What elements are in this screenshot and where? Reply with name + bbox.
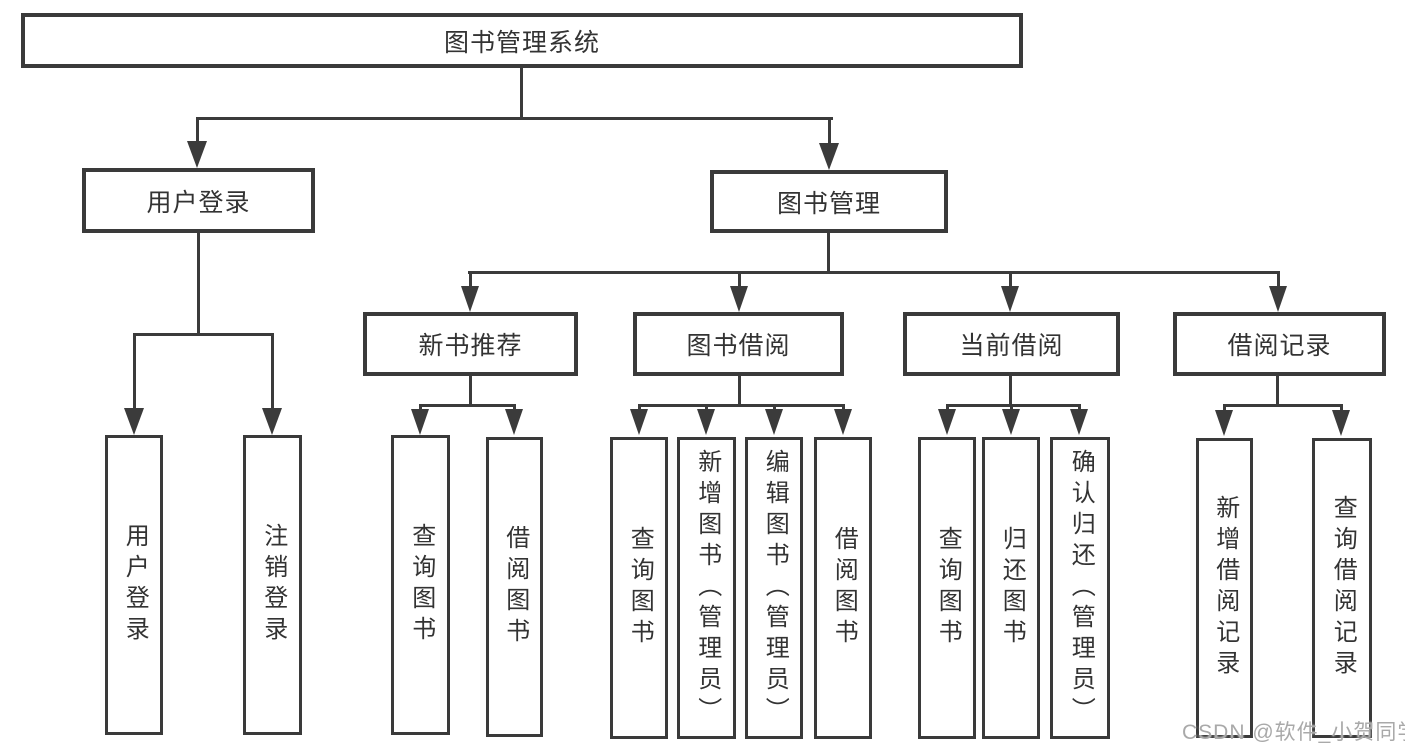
connector-newbook-hline bbox=[419, 404, 516, 407]
node-user-login: 用户登录 bbox=[82, 168, 315, 233]
node-borrow-records: 借阅记录 bbox=[1173, 312, 1386, 376]
leaf-newbook-query: 查询图书 bbox=[391, 435, 450, 735]
connector-login-hline bbox=[133, 333, 274, 336]
leaf-borrow-query: 查询图书 bbox=[610, 437, 668, 739]
connector-current-hline bbox=[946, 404, 1081, 407]
watermark: CSDN @软件_小贺同学 bbox=[1182, 721, 1405, 744]
connector-borrow-stem-2 bbox=[705, 404, 708, 413]
node-book-mgmt: 图书管理 bbox=[710, 170, 948, 233]
connector-records-stem-1 bbox=[1223, 404, 1226, 413]
connector-mgmt-stem-4 bbox=[1277, 271, 1280, 288]
arrowhead-down-icon bbox=[505, 409, 523, 435]
arrowhead-down-icon bbox=[1269, 286, 1287, 312]
connector-borrow-stem-3 bbox=[773, 404, 776, 413]
connector-records-hline bbox=[1223, 404, 1343, 407]
connector-root-hline bbox=[196, 117, 833, 120]
leaf-borrow-add-admin: 新增图书（管理员） bbox=[677, 437, 736, 739]
leaf-records-add: 新增借阅记录 bbox=[1196, 438, 1253, 738]
connector-borrow-hline bbox=[638, 404, 845, 407]
leaf-current-return: 归还图书 bbox=[982, 437, 1040, 739]
arrowhead-down-icon bbox=[124, 408, 144, 435]
connector-root-vline bbox=[520, 68, 523, 118]
connector-root-right-stem bbox=[828, 117, 831, 146]
connector-login-vline bbox=[197, 233, 200, 336]
connector-mgmt-vline bbox=[827, 233, 830, 273]
connector-borrow-stem-1 bbox=[638, 404, 641, 413]
connector-current-stem-1 bbox=[946, 404, 949, 413]
connector-mgmt-stem-2 bbox=[738, 271, 741, 288]
arrowhead-down-icon bbox=[819, 143, 839, 170]
leaf-records-query: 查询借阅记录 bbox=[1312, 438, 1372, 738]
connector-current-stem-2 bbox=[1010, 404, 1013, 413]
arrowhead-down-icon bbox=[1332, 410, 1350, 436]
arrowhead-down-icon bbox=[697, 409, 715, 435]
connector-mgmt-stem-1 bbox=[469, 271, 472, 288]
arrowhead-down-icon bbox=[461, 286, 479, 312]
node-new-book-recommend: 新书推荐 bbox=[363, 312, 578, 376]
connector-borrow-vline bbox=[738, 376, 741, 407]
connector-mgmt-hline bbox=[468, 271, 1279, 274]
arrowhead-down-icon bbox=[938, 409, 956, 435]
connector-newbook-stem-1 bbox=[419, 404, 422, 413]
connector-login-stem-1 bbox=[133, 333, 136, 411]
connector-current-vline bbox=[1009, 376, 1012, 407]
connector-records-stem-2 bbox=[1340, 404, 1343, 413]
connector-root-left-stem bbox=[196, 117, 199, 145]
arrowhead-down-icon bbox=[1001, 286, 1019, 312]
node-root: 图书管理系统 bbox=[21, 13, 1023, 68]
leaf-borrow-borrow: 借阅图书 bbox=[814, 437, 872, 739]
connector-records-vline bbox=[1276, 376, 1279, 407]
leaf-logout: 注销登录 bbox=[243, 435, 302, 735]
leaf-borrow-edit-admin: 编辑图书（管理员） bbox=[745, 437, 803, 739]
node-current-borrow: 当前借阅 bbox=[903, 312, 1120, 376]
connector-login-stem-2 bbox=[271, 333, 274, 411]
arrowhead-down-icon bbox=[765, 409, 783, 435]
arrowhead-down-icon bbox=[834, 409, 852, 435]
arrowhead-down-icon bbox=[1002, 409, 1020, 435]
leaf-newbook-borrow: 借阅图书 bbox=[486, 437, 543, 737]
arrowhead-down-icon bbox=[187, 141, 207, 168]
arrowhead-down-icon bbox=[262, 408, 282, 435]
connector-newbook-stem-2 bbox=[513, 404, 516, 413]
connector-borrow-stem-4 bbox=[842, 404, 845, 413]
leaf-user-login: 用户登录 bbox=[105, 435, 163, 735]
arrowhead-down-icon bbox=[730, 286, 748, 312]
arrowhead-down-icon bbox=[1070, 409, 1088, 435]
connector-mgmt-stem-3 bbox=[1009, 271, 1012, 288]
leaf-current-query: 查询图书 bbox=[918, 437, 976, 739]
arrowhead-down-icon bbox=[411, 409, 429, 435]
node-book-borrow: 图书借阅 bbox=[633, 312, 844, 376]
leaf-current-confirm-admin: 确认归还（管理员） bbox=[1050, 437, 1110, 739]
arrowhead-down-icon bbox=[630, 409, 648, 435]
connector-newbook-vline bbox=[469, 376, 472, 407]
connector-current-stem-3 bbox=[1078, 404, 1081, 413]
arrowhead-down-icon bbox=[1215, 410, 1233, 436]
